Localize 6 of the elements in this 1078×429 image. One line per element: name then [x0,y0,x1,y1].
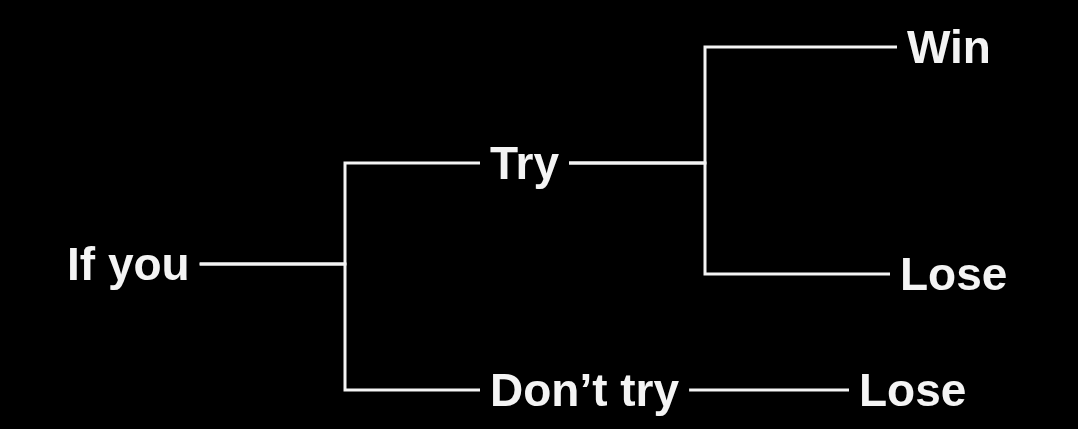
branch-label: Win [897,24,1001,70]
branch-label: Lose [890,251,1018,297]
branch-label: Lose [849,367,977,413]
connector-line [199,262,480,392]
connector-line [689,388,849,392]
connector-line [569,161,890,276]
